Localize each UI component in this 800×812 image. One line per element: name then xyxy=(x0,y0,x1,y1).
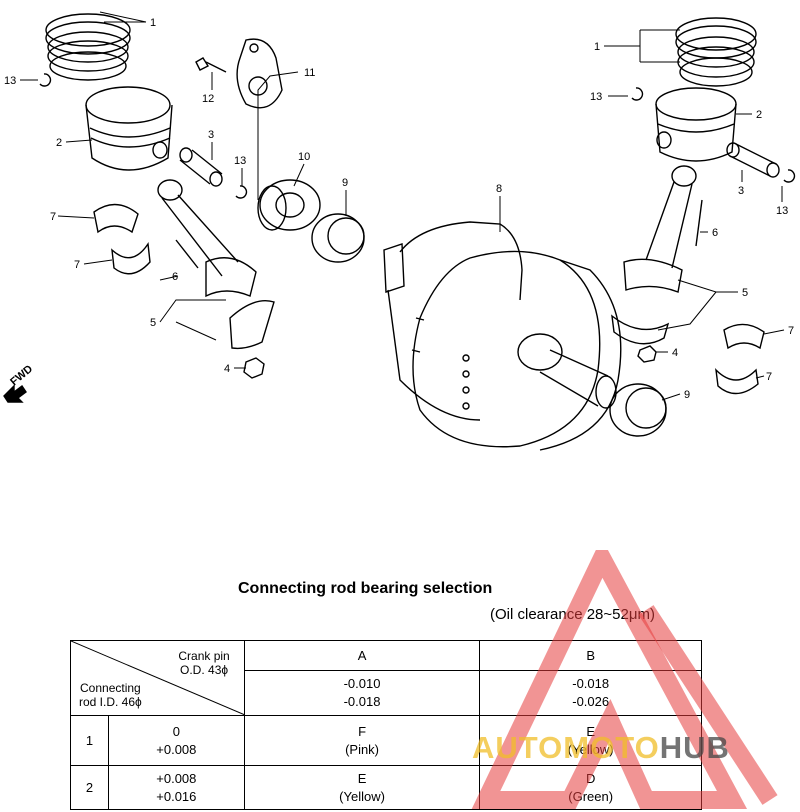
row2-b-color: (Green) xyxy=(568,788,614,804)
row2-tol2: +0.016 xyxy=(156,788,197,804)
circlip-left-top xyxy=(39,73,52,87)
label-3-right: 3 xyxy=(738,185,744,197)
table-title: Connecting rod bearing selection xyxy=(238,580,493,597)
label-4-right: 4 xyxy=(672,347,678,359)
label-9-lower: 9 xyxy=(684,389,690,401)
label-13-left-top: 13 xyxy=(4,75,16,87)
gear-10 xyxy=(257,179,321,231)
row2-a-color: (Yellow) xyxy=(339,788,385,804)
row1-tol2: +0.008 xyxy=(156,741,197,757)
row1-tolerance: 0 +0.008 xyxy=(107,715,245,766)
label-12: 12 xyxy=(202,93,214,105)
bearing-shell-right-1 xyxy=(723,323,765,350)
label-1-left: 1 xyxy=(150,17,156,29)
piston-right xyxy=(655,87,737,162)
col-a-tolerance: -0.010 -0.018 xyxy=(243,670,481,716)
row2-a-code: E xyxy=(357,770,367,786)
label-11: 11 xyxy=(304,67,315,79)
row2-b-code: D xyxy=(585,770,596,786)
bearing-shell-right-2 xyxy=(715,368,759,395)
row2-tol1: +0.008 xyxy=(156,770,197,786)
label-7-right-2: 7 xyxy=(766,371,772,383)
row1-a-color: (Pink) xyxy=(345,741,380,757)
col-a-tol1: -0.010 xyxy=(343,676,381,692)
wrist-pin-right xyxy=(726,142,780,178)
label-1-right: 1 xyxy=(594,41,600,53)
exploded-crankshaft-diagram: 1 13 2 3 13 12 11 10 9 8 7 7 6 5 4 9 1 1… xyxy=(3,11,796,451)
row2-col-a: E (Yellow) xyxy=(243,765,481,810)
col-b-tol2: -0.026 xyxy=(572,694,610,710)
col-a-tol2: -0.018 xyxy=(343,694,381,710)
row1-col-b: E (Yellow) xyxy=(479,715,702,766)
wrist-pin-left xyxy=(179,147,223,187)
label-8: 8 xyxy=(496,183,502,195)
row1-tol1: 0 xyxy=(172,723,180,739)
row1-b-color: (Yellow) xyxy=(567,741,614,757)
label-4-left: 4 xyxy=(224,363,230,375)
circlip-right-top xyxy=(631,87,644,101)
crank-pin-line1: Crank pin xyxy=(178,649,230,663)
piston-rings-left xyxy=(45,13,131,81)
circlip-right-mid xyxy=(783,169,796,183)
table-row: 1 0 +0.008 F (Pink) E (Yellow) xyxy=(70,715,702,766)
row1-col-a: F (Pink) xyxy=(243,715,481,766)
table-row: 2 +0.008 +0.016 E (Yellow) D (Green) xyxy=(70,765,702,810)
nut-right xyxy=(637,345,657,363)
col-b-header: B xyxy=(479,639,702,672)
connecting-rod-left xyxy=(157,179,275,350)
row1-b-code: E xyxy=(586,723,595,739)
label-7-right-1: 7 xyxy=(788,325,794,337)
oil-clearance-note: (Oil clearance 28~52μm) xyxy=(490,606,655,623)
crank-pin-line2: O.D. 43ϕ xyxy=(180,663,229,677)
piston-left xyxy=(85,86,173,171)
label-5-left: 5 xyxy=(150,317,156,329)
label-5-right: 5 xyxy=(742,287,748,299)
row2-tolerance: +0.008 +0.016 xyxy=(107,765,245,810)
row1-number: 1 xyxy=(70,715,109,766)
connecting-rod-right xyxy=(611,165,703,345)
header-diagonal-cell: Crank pin O.D. 43ϕ Connecting rod I.D. 4… xyxy=(70,640,245,716)
label-10: 10 xyxy=(298,151,310,163)
col-b-tol1: -0.018 xyxy=(572,676,610,692)
bearing-selection-table: Crank pin O.D. 43ϕ Connecting rod I.D. 4… xyxy=(70,639,702,810)
row1-a-code: F xyxy=(358,723,367,739)
fwd-arrow-icon xyxy=(3,384,27,403)
label-2-right: 2 xyxy=(756,109,762,121)
bearing-9-upper xyxy=(311,213,365,263)
crankshaft-8 xyxy=(383,221,622,451)
piston-rings-right xyxy=(675,17,757,87)
col-a-header: A xyxy=(243,639,481,672)
leader-lines xyxy=(20,11,785,401)
label-13-right-bottom: 13 xyxy=(776,205,788,217)
row2-number: 2 xyxy=(70,765,109,810)
crank-pin-header: Crank pin O.D. 43ϕ xyxy=(178,649,229,677)
fwd-label: FWD xyxy=(8,363,35,388)
bearing-shell-left-1 xyxy=(93,203,139,234)
label-13-left-mid: 13 xyxy=(234,155,246,167)
label-7-left-2: 7 xyxy=(74,259,80,271)
label-6-left: 6 xyxy=(172,271,178,283)
circlip-left-mid xyxy=(235,185,248,199)
bearing-shell-left-2 xyxy=(111,242,151,275)
bolt-12 xyxy=(195,57,227,73)
bearing-9-lower xyxy=(609,383,667,437)
label-6-right: 6 xyxy=(712,227,718,239)
label-9-upper: 9 xyxy=(342,177,348,189)
label-3-left: 3 xyxy=(208,129,214,141)
lock-plate-11 xyxy=(236,38,283,109)
label-7-left-1: 7 xyxy=(50,211,56,223)
label-2-left: 2 xyxy=(56,137,62,149)
rod-id-line1: Connecting xyxy=(80,681,141,695)
rod-id-line2: rod I.D. 46ϕ xyxy=(79,695,142,709)
rod-id-header: Connecting rod I.D. 46ϕ xyxy=(79,681,142,709)
row2-col-b: D (Green) xyxy=(479,765,702,810)
nut-left xyxy=(243,357,265,379)
col-b-tolerance: -0.018 -0.026 xyxy=(479,670,702,716)
label-13-right-top: 13 xyxy=(590,91,602,103)
